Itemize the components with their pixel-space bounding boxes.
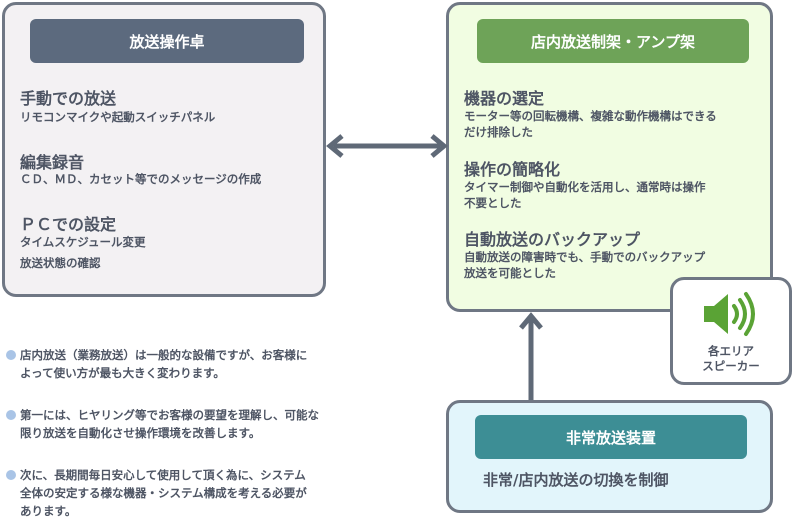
console-section-heading: 手動での放送 <box>20 89 117 108</box>
note-item: 次に、長期間毎日安心して使用して頂く為に、システム 全体の安定する様な機器・シス… <box>6 466 307 520</box>
bullet-icon <box>6 410 16 420</box>
double-arrow-icon <box>326 134 448 158</box>
rack-section-heading: 機器の選定 <box>464 89 545 108</box>
rack-section-line: だけ排除した <box>464 125 533 139</box>
rack-box: 店内放送制架・アンプ架 機器の選定 モーター等の回転機構、複雑な動作機構はできる… <box>446 2 773 312</box>
bullet-icon <box>6 470 16 480</box>
note-item: 第一には、ヒヤリング等でお客様の要望を理解し、可能な 限り放送を自動化させ操作環… <box>6 406 319 442</box>
console-section-line: タイムスケジュール変更 <box>20 235 146 249</box>
emergency-box: 非常放送装置 非常/店内放送の切換を制御 <box>446 400 773 513</box>
speaker-icon <box>704 292 755 336</box>
console-box: 放送操作卓 手動での放送 リモコンマイクや起動スイッチパネル 編集録音 ＣＤ、Ｍ… <box>2 2 326 297</box>
rack-section-line: タイマー制御や自動化を活用し、通常時は操作 <box>464 180 706 194</box>
up-arrow-icon <box>519 312 543 400</box>
rack-section-line: モーター等の回転機構、複雑な動作機構はできる <box>464 109 717 123</box>
rack-section-heading: 操作の簡略化 <box>464 160 561 179</box>
emergency-title: 非常放送装置 <box>475 415 747 459</box>
bullet-icon <box>6 350 16 360</box>
rack-section-line: 自動放送の障害時でも、手動でのバックアップ <box>464 250 706 264</box>
console-section-line: リモコンマイクや起動スイッチパネル <box>20 110 216 124</box>
rack-section-heading: 自動放送のバックアップ <box>464 230 641 249</box>
rack-title: 店内放送制架・アンプ架 <box>477 19 749 63</box>
speaker-label: 各エリア <box>708 344 754 358</box>
rack-section-line: 放送を可能とした <box>464 266 556 280</box>
console-title: 放送操作卓 <box>30 19 304 63</box>
note-item: 店内放送（業務放送）は一般的な設備ですが、お客様に よって使い方が最も大きく変わ… <box>6 346 307 382</box>
console-section-heading: ＰＣでの設定 <box>20 215 117 234</box>
console-section-line: 放送状態の確認 <box>20 256 101 270</box>
console-section-heading: 編集録音 <box>20 153 85 172</box>
speaker-box: 各エリア スピーカー <box>670 277 792 385</box>
emergency-description: 非常/店内放送の切換を制御 <box>483 471 669 489</box>
speaker-label: スピーカー <box>702 359 760 373</box>
rack-section-line: 不要とした <box>464 196 522 210</box>
console-section-line: ＣＤ、ＭＤ、カセット等でのメッセージの作成 <box>20 172 262 186</box>
